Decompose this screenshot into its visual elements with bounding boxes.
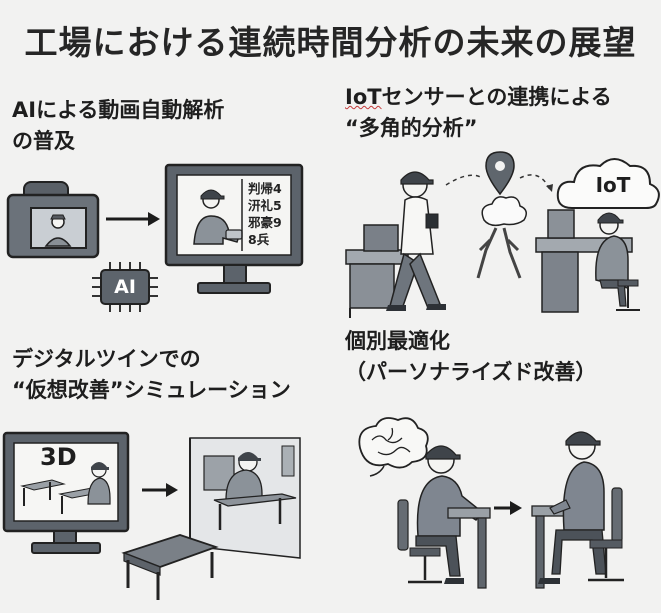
camera-icon — [6, 181, 100, 259]
ai-chip-label: AI — [114, 276, 136, 298]
arrow-icon — [494, 501, 522, 515]
glass-room — [189, 437, 301, 559]
panel-iot-heading-line1: IoTセンサーとの連携による — [345, 82, 612, 113]
digital-figure — [476, 196, 527, 279]
iot-word: IoT — [345, 85, 382, 109]
arrow-icon — [142, 483, 178, 497]
monitor-readout-line: 8兵 — [248, 232, 270, 247]
arrow-icon — [106, 212, 160, 226]
worker-before — [397, 445, 491, 589]
panel-ai-heading-line1: AIによる動画自動解析 — [12, 98, 225, 122]
walking-worker — [386, 171, 446, 311]
cloud-icon — [556, 158, 660, 209]
panel-ai-heading-line2: の普及 — [12, 129, 75, 153]
monitor-readout-line: 判帰4 — [248, 181, 282, 196]
panel-digital-twin-heading-line2: “仮想改善”シミュレーション — [12, 378, 291, 402]
monitor-readout-line: 汧礼5 — [248, 198, 282, 213]
brain-icon — [358, 417, 429, 477]
panel-digital-twin-heading: デジタルツインでの “仮想改善”シミュレーション — [12, 344, 291, 406]
panel-personalized-heading-line2: （パーソナライズド改善） — [345, 360, 597, 384]
panel-iot-heading-line2: “多角的分析” — [345, 116, 478, 140]
table-foreground — [121, 534, 219, 600]
location-pin-icon — [485, 151, 515, 196]
monitor-icon — [2, 431, 130, 554]
workstation-right — [535, 209, 640, 313]
screen-3d-label: 3D — [40, 443, 77, 471]
ai-chip-icon — [92, 262, 158, 312]
monitor-readout: 判帰4 汧礼5 邪豪9 8兵 — [248, 180, 290, 248]
page-title: 工場における連続時間分析の未来の展望 — [24, 23, 637, 62]
monitor-icon — [164, 163, 304, 294]
panel-iot-heading-line1-rest: センサーとの連携による — [381, 85, 612, 109]
panel-ai-heading: AIによる動画自動解析 の普及 — [12, 95, 224, 157]
panel-iot-heading: IoTセンサーとの連携による “多角的分析” — [345, 82, 612, 144]
worker-after — [531, 431, 624, 589]
monitor-readout-line: 邪豪9 — [248, 215, 282, 230]
panel-digital-twin-heading-line1: デジタルツインでの — [12, 347, 201, 371]
panel-personalized-heading: 個別最適化 （パーソナライズド改善） — [345, 326, 596, 388]
cloud-label: IoT — [595, 173, 631, 197]
panel-personalized-heading-line1: 個別最適化 — [345, 329, 450, 353]
